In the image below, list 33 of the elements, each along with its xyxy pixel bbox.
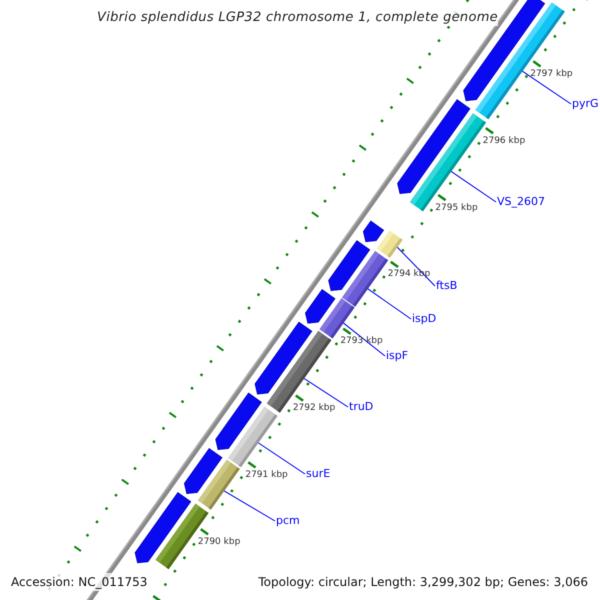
gene-label: ftsB: [436, 279, 458, 293]
leader-line: [258, 442, 306, 474]
position-label: 2791 kbp: [245, 470, 288, 481]
leader-line: [450, 170, 496, 202]
gene-label: pyrG: [572, 97, 599, 111]
leader-line: [224, 490, 276, 522]
gene-bar: [134, 492, 192, 564]
gene-bar: [362, 220, 384, 242]
position-label: 2796 kbp: [482, 136, 526, 147]
gene-label: VS_2607: [497, 195, 546, 209]
gene-bar: [215, 392, 262, 450]
leader-line: [342, 322, 386, 356]
gene-bar: [305, 289, 336, 324]
gene-label: truD: [349, 400, 374, 414]
leader-line: [396, 246, 436, 286]
leader-line: [367, 288, 412, 320]
gene-bar: [254, 322, 312, 395]
position-label: 2790 kbp: [198, 536, 240, 548]
leader-line: [522, 70, 572, 104]
leader-line: [304, 378, 348, 408]
position-label: 2792 kbp: [292, 403, 336, 414]
position-label: 2795 kbp: [435, 202, 478, 214]
gene-label: ispF: [386, 349, 408, 363]
gene-label: pcm: [276, 514, 300, 528]
position-label: 2793 kbp: [340, 336, 383, 348]
gene-label: surE: [306, 467, 330, 481]
title: Vibrio splendidus LGP32 chromosome 1, complete genome: [97, 9, 498, 26]
position-label: 2797 kbp: [530, 68, 573, 80]
gene-label: ispD: [412, 312, 436, 326]
info-text: Accession: NC_011753: [9, 573, 150, 591]
gene-bar: [397, 99, 470, 194]
gene-bar: [328, 240, 370, 291]
gene-bar: [184, 448, 222, 494]
